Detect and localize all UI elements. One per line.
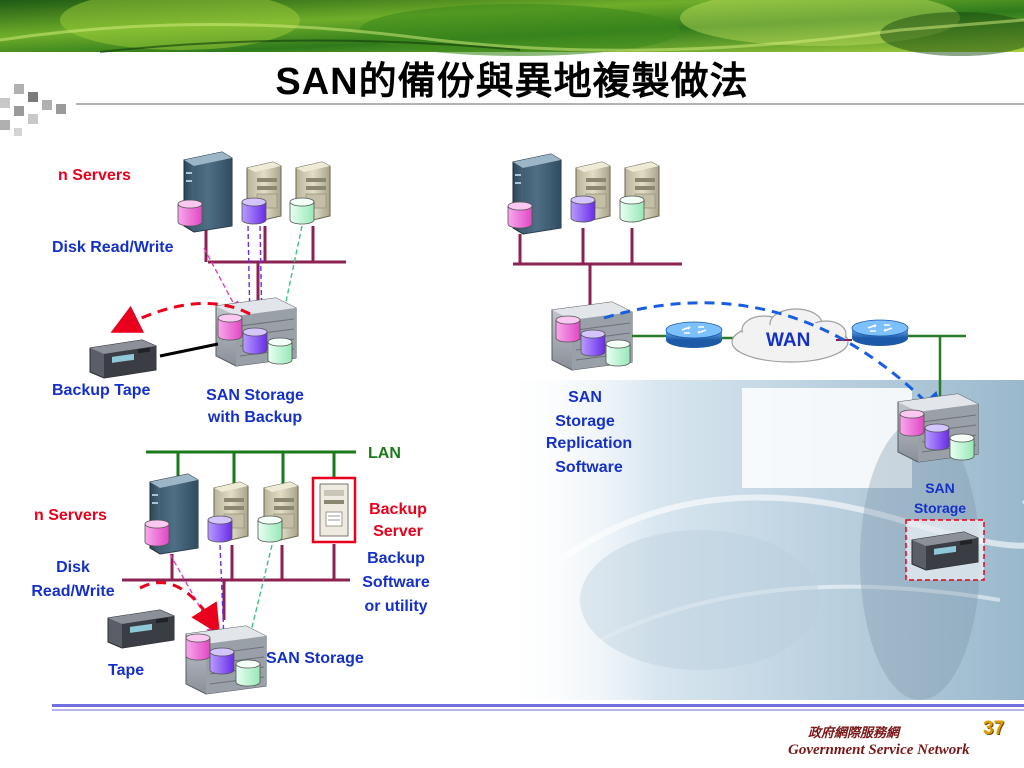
page-number: 37	[983, 718, 1005, 739]
san-storage-label: SAN Storage	[266, 650, 364, 667]
router-icon	[851, 319, 909, 347]
servers-label: n Servers	[58, 167, 131, 184]
disk-cylinder-icon	[605, 339, 631, 367]
title-decoration	[0, 84, 1024, 136]
page-title: SAN的備份與異地複製做法	[0, 50, 1024, 105]
disk-cylinder-icon	[555, 315, 581, 343]
san-storage-backup-label: SAN Storage with Backup	[206, 387, 304, 426]
disk-cylinder-icon	[619, 195, 645, 223]
replication-software-label: Replication Software	[545, 435, 633, 476]
title-rest: 的備份與異地複製做法	[358, 58, 749, 103]
disk-cylinder-icon	[289, 197, 315, 225]
title-prefix: SAN	[275, 61, 359, 103]
disk-cylinder-icon	[580, 329, 606, 357]
top-left-diagram	[89, 151, 346, 379]
backup-tape-label: Backup Tape	[52, 382, 151, 399]
footer-chinese: 政府網際服務網	[808, 726, 900, 741]
bottom-left-diagram	[107, 450, 357, 695]
remote-san-storage-label: SAN Storage	[913, 480, 967, 516]
disk-cylinder-icon	[924, 423, 950, 451]
disk-cylinder-icon	[185, 633, 211, 661]
disk-cylinder-icon	[242, 327, 268, 355]
footer-rule	[52, 704, 1024, 711]
router-icon	[665, 321, 723, 349]
disk-cylinder-icon	[207, 515, 233, 543]
backup-server-icon	[311, 476, 357, 544]
tape-label: Tape	[108, 662, 145, 679]
disk-cylinder-icon	[235, 659, 261, 687]
disk-cylinder-icon	[570, 195, 596, 223]
disk-cylinder-icon	[209, 647, 235, 675]
disk-cylinder-icon	[507, 201, 533, 229]
wan-cloud-icon	[731, 308, 849, 363]
disk-cylinder-icon	[267, 337, 293, 365]
footer-english: Government Service Network	[788, 742, 970, 758]
header-banner	[0, 0, 1024, 56]
disk-cylinder-icon	[241, 197, 267, 225]
disk-cylinder-icon	[899, 409, 925, 437]
disk-cylinder-icon	[257, 515, 283, 543]
wan-label: WAN	[766, 330, 811, 351]
tape-drive-icon	[89, 339, 157, 379]
lan-label: LAN	[368, 445, 401, 462]
backup-software-label: Backup Software or utility	[362, 550, 430, 615]
disk-cylinder-icon	[949, 433, 975, 461]
servers-label: n Servers	[34, 507, 107, 524]
disk-cylinder-icon	[217, 313, 243, 341]
disk-rw-label: Disk Read/Write	[52, 239, 174, 256]
tape-drive-icon	[107, 609, 175, 649]
disk-rw-label: Disk Read/Write	[31, 559, 115, 600]
disk-cylinder-icon	[177, 199, 203, 227]
disk-cylinder-icon	[144, 519, 170, 547]
san-storage-label: SAN Storage	[555, 389, 615, 430]
right-diagram	[507, 153, 985, 581]
backup-server-label: Backup Server	[369, 501, 427, 540]
